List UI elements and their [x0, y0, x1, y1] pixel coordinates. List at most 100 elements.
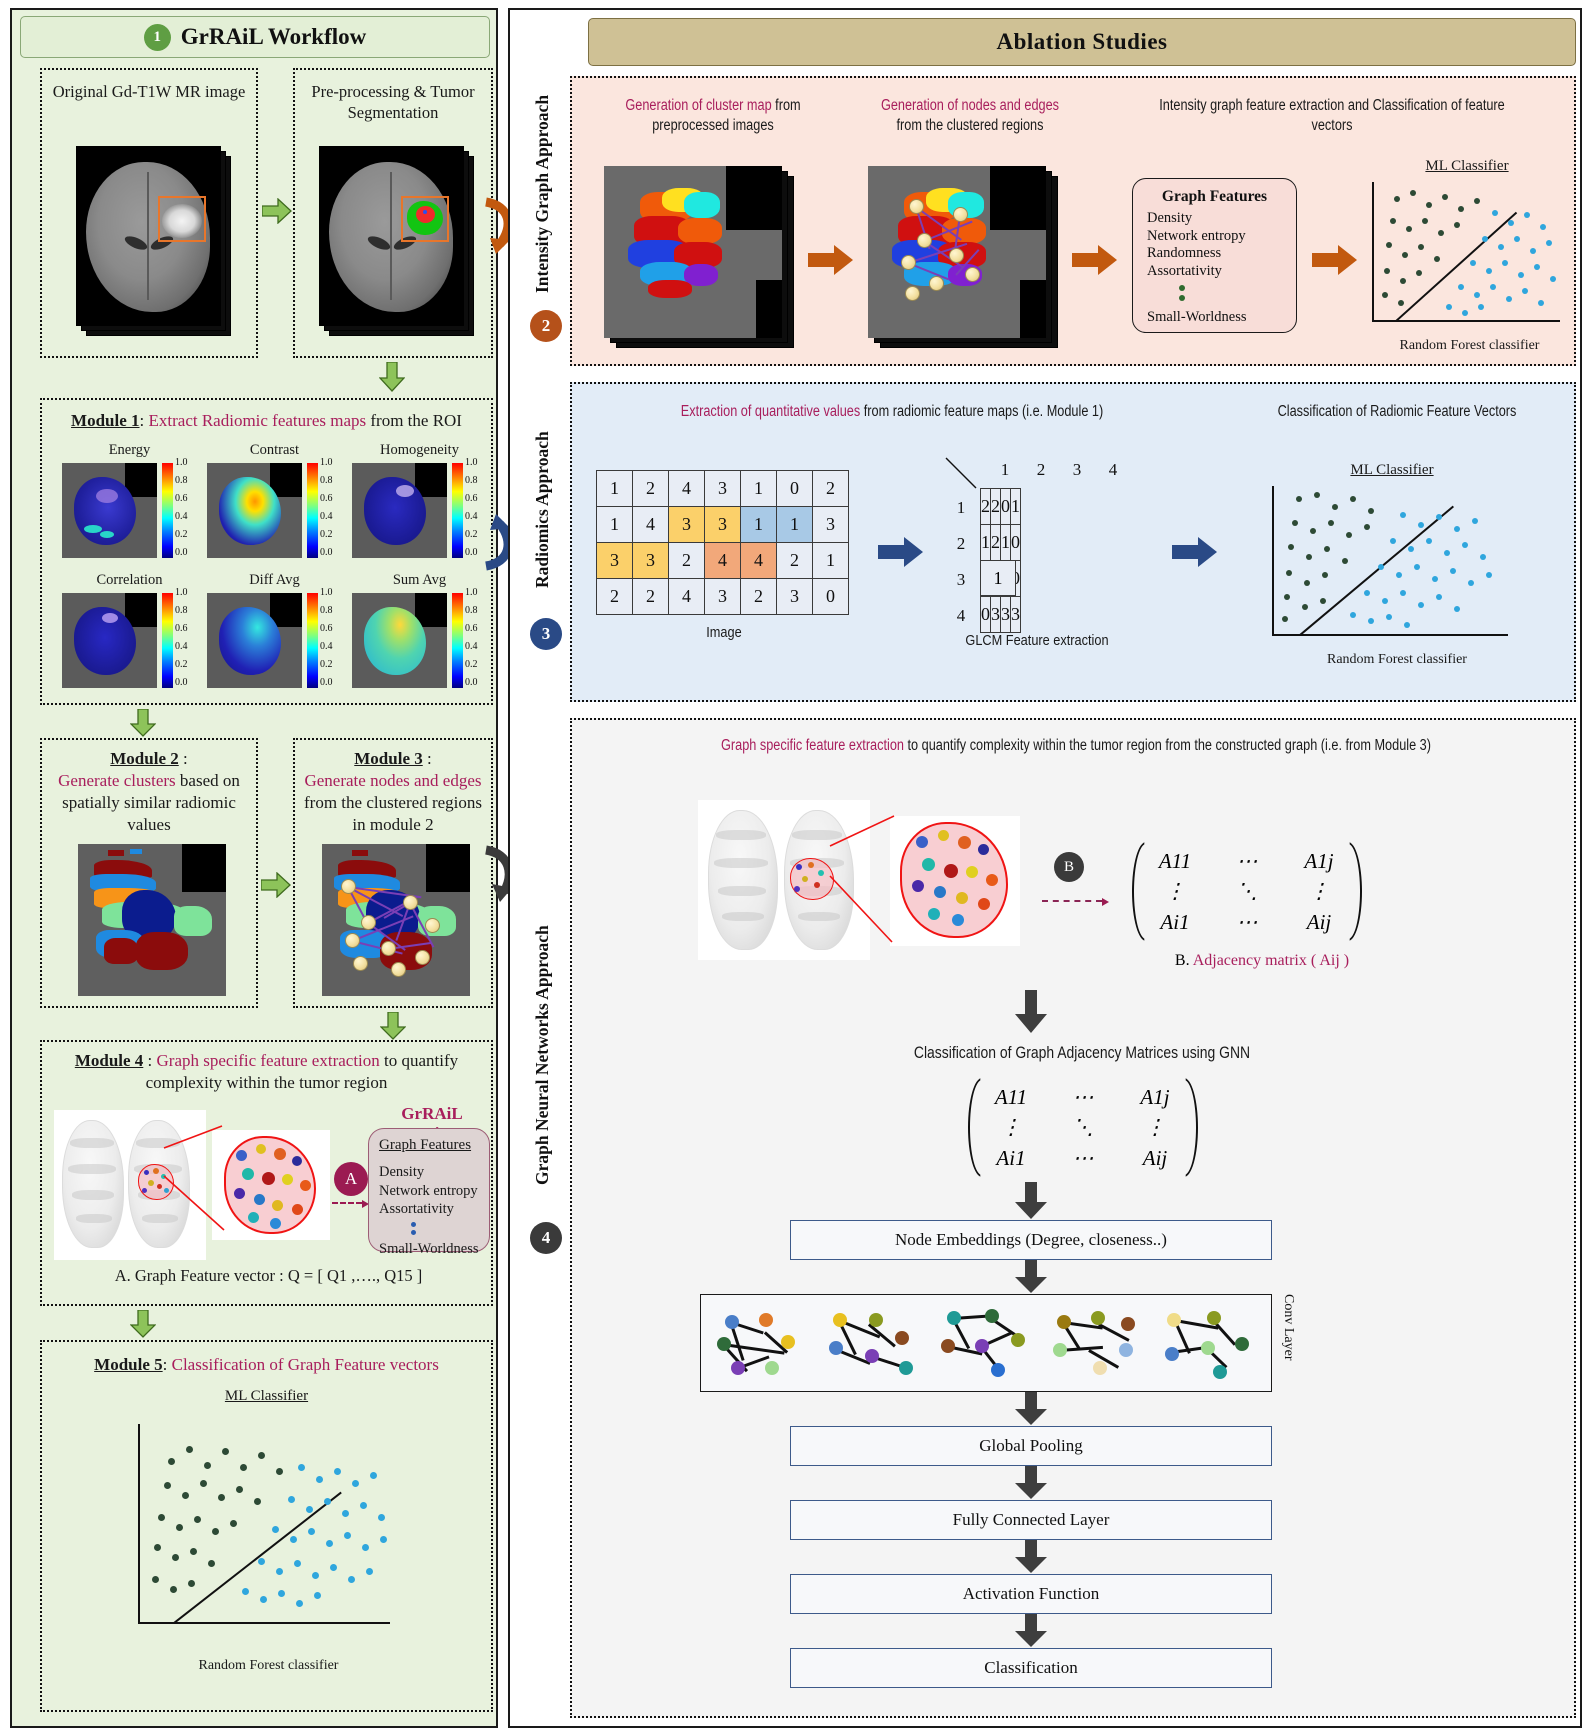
section4-zoom-connector: [829, 815, 895, 943]
feature-map-image-homogeneity: [352, 463, 447, 558]
section4-tumor-graph-zoom: [890, 816, 1020, 946]
arrow-module4-module5: [130, 1310, 156, 1338]
matrix-cell: ⋮: [1144, 1115, 1166, 1140]
section2-classifier-heading: ML Classifier: [1425, 158, 1509, 174]
colorbar-sum-avg: 1.0 0.8 0.6 0.4 0.2 0.0: [452, 587, 478, 688]
right-panel-header: Ablation Studies: [588, 18, 1576, 66]
cell: 1: [980, 524, 991, 561]
badge-a: A: [334, 1162, 368, 1196]
section3-arrow-1: [878, 536, 924, 568]
cell: 1: [596, 506, 633, 543]
cell-highlight-orange: 4: [740, 542, 777, 579]
cell: 2: [980, 488, 991, 525]
section2-ellipsis-dots: [1179, 284, 1296, 301]
module1-box: Module 1: Extract Radiomic features maps…: [40, 398, 493, 705]
arrow-to-activation: [1014, 1540, 1048, 1578]
left-panel-title: GrRAiL Workflow: [180, 24, 367, 49]
cell: 1: [1000, 524, 1011, 561]
matrix-cell: ⋱: [1072, 1115, 1094, 1140]
feature-map-title-sum-avg: Sum Avg: [392, 572, 447, 588]
arrow-to-fully-connected: [1014, 1466, 1048, 1504]
cell: 2: [990, 524, 1001, 561]
connector-arrow-to-section4: [484, 845, 514, 902]
section2-gf-density: Density: [1147, 210, 1193, 226]
matrix-cell: A11: [994, 1085, 1028, 1109]
cell: 2: [776, 542, 813, 579]
colorbar-diff-avg: 1.0 0.8 0.6 0.4 0.2 0.0: [307, 587, 333, 688]
cell-highlight-blue: 1: [740, 506, 777, 543]
glcm-caption: GLCM Feature extraction: [965, 632, 1109, 649]
glcm-cell-3-1: 1: [980, 560, 1016, 596]
ellipsis-dots: [411, 1221, 489, 1235]
module4-heading: Module 4 : Graph specific feature extrac…: [74, 1051, 459, 1093]
cell: 0: [1010, 524, 1021, 561]
preprocessing-segmentation-box: Pre-processing & Tumor Segmentation: [293, 68, 493, 358]
cell-highlight-yellow: 3: [668, 506, 705, 543]
section2-vertical-label: Intensity Graph Approach: [532, 94, 552, 294]
cell: 3: [812, 506, 849, 543]
section3-arrow-2: [1172, 536, 1218, 568]
feature-map-title-homogeneity: Homogeneity: [380, 442, 459, 458]
matrix-cell: ⋮: [1164, 879, 1186, 904]
module1-label: Module 1: [71, 411, 140, 430]
step-number-badge-3: 3: [530, 618, 562, 650]
section2-gf-randomness: Randomness: [1147, 245, 1222, 262]
connector-arrow-to-section3: [484, 514, 513, 571]
arrow-module1-module2: [130, 709, 156, 737]
section2-arrow-2: [1072, 244, 1118, 276]
original-mr-image-box: Original Gd-T1W MR image: [40, 68, 258, 358]
glcm-corner-slash: [945, 457, 977, 489]
module3-box: Module 3 : Generate nodes and edges from…: [293, 738, 493, 1008]
cell: 3: [704, 470, 741, 507]
cell: 3: [776, 578, 813, 615]
graph-nodes-edges-image: [322, 844, 470, 996]
table-row: 2 2 4 3 2 3 0: [596, 578, 849, 615]
glcm-row-header-1: 1: [956, 498, 966, 517]
arrow-to-node-embeddings: [1014, 1182, 1048, 1224]
cell: 0: [1000, 488, 1011, 525]
section2-gf-small-worldness: Small-Worldness: [1147, 308, 1247, 325]
grrail-workflow-panel: 1 GrRAiL Workflow Original Gd-T1W MR ima…: [10, 8, 498, 1728]
section3-vertical-label: Radiomics Approach: [532, 431, 552, 589]
section3-classifier-heading: ML Classifier: [1350, 462, 1434, 478]
ablation-studies-panel: Ablation Studies 2 Intensity Graph Appro…: [508, 8, 1582, 1728]
cell: 2: [990, 488, 1001, 525]
cell-highlight-blue: 1: [776, 506, 813, 543]
matrix-cell: A1j: [1140, 1085, 1170, 1109]
cell: 2: [812, 470, 849, 507]
table-row: 2 2 0 1: [980, 488, 1021, 525]
module5-heading: Module 5: Classification of Graph Featur…: [94, 1355, 439, 1374]
section2-scatter-plot: [1372, 182, 1572, 334]
section3-caption-right: Classification of Radiomic Feature Vecto…: [1277, 403, 1517, 420]
step-number-badge-1: 1: [143, 23, 171, 51]
tumor-core-overlay: [416, 206, 435, 223]
feature-map-image-diff-avg: [207, 593, 302, 688]
preprocessing-title: Pre-processing & Tumor Segmentation: [311, 82, 475, 122]
original-mr-title: Original Gd-T1W MR image: [52, 82, 246, 101]
section2-graph-map: [868, 166, 1058, 348]
colorbar-homogeneity: 1.0 0.8 0.6 0.4 0.2 0.0: [452, 457, 478, 558]
arrow-module2-module3: [261, 872, 291, 898]
cell: 2: [740, 578, 777, 615]
cell: 2: [668, 542, 705, 579]
section4-gnn: Graph specific feature extraction to qua…: [570, 718, 1576, 1718]
conv-layer-label: Conv Layer: [1281, 1294, 1296, 1361]
section3-radiomics: Extraction of quantitative values from r…: [570, 382, 1576, 702]
cell-highlight-yellow: 3: [632, 542, 669, 579]
arrow-to-gnn-title: [1014, 990, 1048, 1038]
mini-graph-3: [941, 1309, 1033, 1381]
matrix-cell: Aij: [1306, 909, 1332, 934]
glcm-col-header-4: 4: [1108, 460, 1118, 479]
badge-b: B: [1054, 852, 1084, 882]
matrix-cell: A1j: [1304, 849, 1334, 873]
activation-function-box: Activation Function: [790, 1574, 1272, 1614]
module5-label: Module 5: [94, 1355, 163, 1374]
original-mr-image: [76, 146, 231, 336]
cell: 2: [632, 470, 669, 507]
step-number-badge-4: 4: [530, 1222, 562, 1254]
module1-highlight: Extract Radiomic features maps: [148, 411, 367, 430]
roi-rectangle: [158, 196, 206, 242]
cell: 4: [632, 506, 669, 543]
cell: 3: [990, 596, 1001, 633]
section2-caption-1: Generation of cluster map from preproces…: [625, 97, 801, 135]
